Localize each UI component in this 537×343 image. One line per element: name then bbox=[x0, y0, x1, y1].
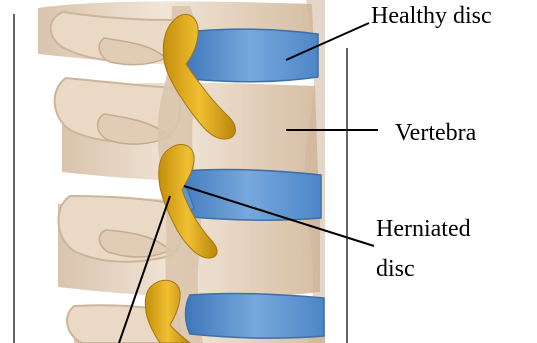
vertebra-label: Vertebra bbox=[395, 120, 476, 146]
herniated-disc-shape bbox=[175, 170, 321, 221]
healthy-disc-label: Healthy disc bbox=[371, 3, 492, 29]
herniated-disc-label-line-2: disc bbox=[376, 256, 415, 282]
lower-disc-shape bbox=[186, 294, 325, 339]
herniated-disc-label-line-1: Herniated bbox=[376, 216, 471, 242]
